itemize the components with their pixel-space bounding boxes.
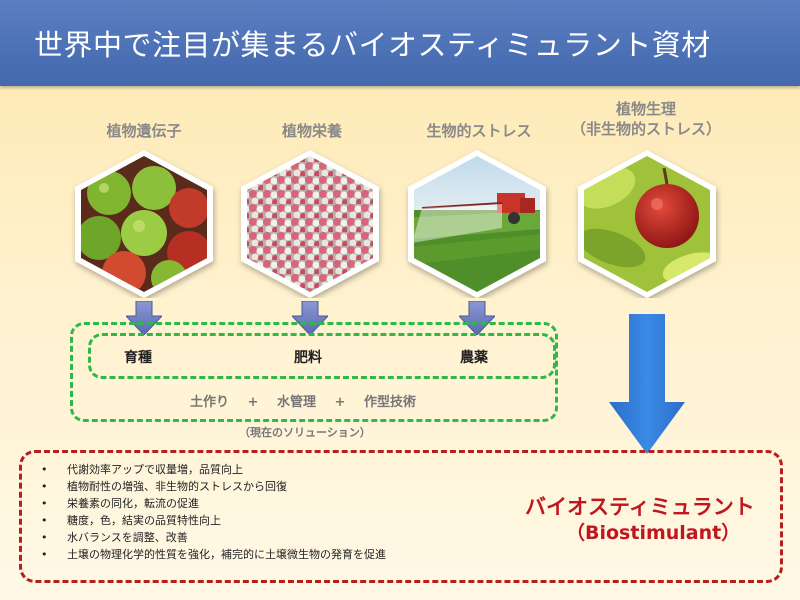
solution-pesticide: 農薬 <box>460 350 488 366</box>
list-item: •土壌の物理化学的性質を強化，補完的に土壌微生物の発育を促進 <box>41 548 386 561</box>
red-apple-tree-image <box>578 150 716 298</box>
list-item: •糖度，色，結実の品質特性向上 <box>41 514 221 527</box>
category-label-biotic-stress: 生物的ストレス <box>426 122 532 140</box>
solution-extras: 土作り + 水管理 + 作型技術 <box>190 391 416 410</box>
current-solutions-outer-box <box>70 322 558 422</box>
list-item: •水バランスを調整、改善 <box>41 531 188 544</box>
extra-water-management: 水管理 <box>276 395 316 410</box>
biostimulant-title: バイオスティミュラント <box>525 495 755 519</box>
page-title: 世界中で注目が集まるバイオスティミュラント資材 <box>34 28 711 62</box>
extra-soil-prep: 土作り <box>190 395 230 410</box>
list-item: •栄養素の同化，転流の促進 <box>41 497 199 510</box>
solution-fertilizer: 肥料 <box>294 350 322 366</box>
plus-sign: + <box>334 395 346 410</box>
category-label-physiology-line1: 植物生理 <box>615 100 676 118</box>
list-item: •代謝効率アップで収量増，品質向上 <box>41 463 243 476</box>
category-label-nutrition: 植物栄養 <box>281 122 342 140</box>
plus-sign: + <box>247 395 259 410</box>
current-solutions-inner-box <box>88 333 556 379</box>
category-label-physiology-line2: （非生物的ストレス） <box>570 120 721 138</box>
category-label-physiology: 植物生理 （非生物的ストレス） <box>546 99 746 139</box>
green-apples-image <box>75 150 213 298</box>
extra-cropping-technique: 作型技術 <box>363 395 416 410</box>
arrow-down-icon <box>292 301 328 335</box>
arrow-down-icon <box>459 301 495 335</box>
biostimulant-subtitle: （Biostimulant） <box>566 522 741 544</box>
arrow-down-icon <box>126 301 162 335</box>
crop-sprayer-image <box>408 150 546 298</box>
current-solutions-caption: （現在のソリューション） <box>239 426 371 439</box>
list-item: •植物耐性の増強、非生物的ストレスから回復 <box>41 480 287 493</box>
big-arrow-down-icon <box>609 314 685 454</box>
title-banner: 世界中で注目が集まるバイオスティミュラント資材 <box>0 0 800 86</box>
fertilizer-granules-image <box>241 150 379 298</box>
benefit-list: •代謝効率アップで収量増，品質向上 •植物耐性の増強、非生物的ストレスから回復 … <box>41 461 386 563</box>
biostimulant-box <box>19 450 783 583</box>
category-label-genetics: 植物遺伝子 <box>106 122 182 140</box>
solution-breeding: 育種 <box>124 350 152 366</box>
